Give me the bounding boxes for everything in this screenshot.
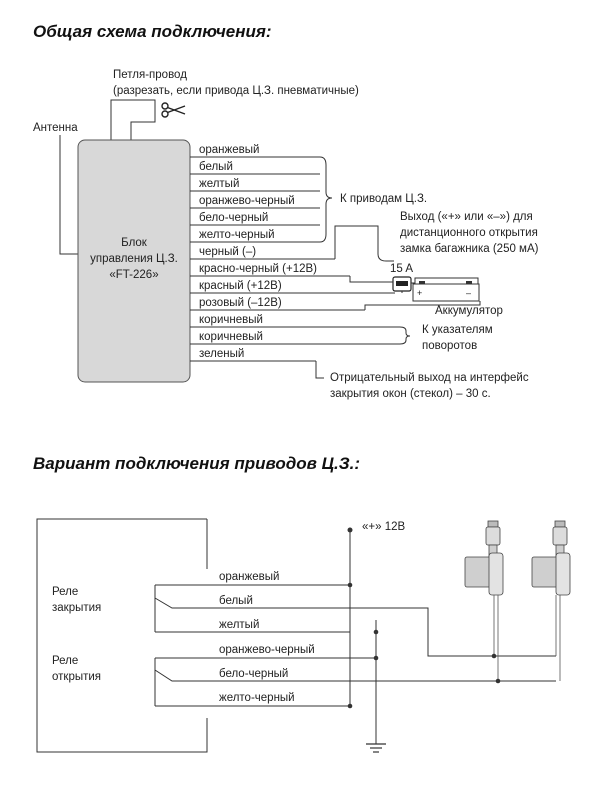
out-wire-label: бело-черный (219, 668, 288, 680)
junction-dot (495, 678, 501, 684)
wire-label: зеленый (199, 348, 244, 360)
trunk-label-3: замка багажника (250 мА) (400, 243, 539, 255)
trunk-label-1: Выход («+» или «–») для (400, 211, 533, 223)
actuator-icon-1 (464, 520, 504, 596)
unit-label-2: управления Ц.З. (90, 253, 178, 265)
wire-label: оранжевый (199, 144, 259, 156)
junction-dot (491, 653, 497, 659)
relay-open-label-2: открытия (52, 671, 101, 683)
wire-label: желтый (199, 178, 239, 190)
wire-label: коричневый (199, 314, 263, 326)
battery-plus-wire (411, 277, 479, 284)
relay-close-switch (154, 597, 207, 609)
unit-label-3: «FT-226» (109, 269, 158, 281)
indicators-brace (399, 326, 411, 345)
wire-label: оранжево-черный (199, 195, 295, 207)
trunk-wire (334, 225, 394, 262)
wire-label: красный (+12В) (199, 280, 282, 292)
out-wire-label: белый (219, 595, 253, 607)
wire-label: коричневый (199, 331, 263, 343)
junction-dot (373, 629, 379, 635)
indicators-label-1: К указателям (422, 324, 493, 336)
ground-icon (366, 743, 386, 753)
to-actuators-label: К приводам Ц.З. (340, 193, 427, 205)
relay-box (36, 518, 208, 753)
wire-label: черный (–) (199, 246, 256, 258)
antenna-label: Антенна (33, 122, 78, 134)
wire-label: розовый (–12В) (199, 297, 282, 309)
control-unit (77, 139, 191, 383)
unit-wires: оранжевый белый желтый оранжево-черный б… (190, 144, 400, 362)
window-label-2: закрытия окон (стекол) – 30 с. (330, 388, 491, 400)
red-black-to-fuse (349, 276, 393, 283)
relay-close-label-1: Реле (52, 586, 78, 598)
svg-text:–: – (466, 288, 471, 298)
battery-icon: + – (412, 281, 480, 302)
unit-label-1: Блок (121, 237, 148, 249)
wire-label: красно-черный (+12В) (199, 263, 317, 275)
wire-label: бело-черный (199, 212, 268, 224)
scissors-icon (161, 102, 186, 118)
window-label-1: Отрицательный выход на интерфейс (330, 372, 529, 384)
junction-dot (347, 582, 353, 588)
actuator-icon-2 (531, 520, 571, 596)
junction-dot (347, 703, 353, 709)
out-wire-label: оранжево-черный (219, 644, 315, 656)
fuse-icon (392, 276, 412, 292)
section1-title: Общая схема подключения: (33, 22, 272, 41)
trunk-label-2: дистанционного открытия (400, 227, 538, 239)
actuators-brace (319, 156, 333, 243)
out-wire-label: оранжевый (219, 571, 279, 583)
relay-open-label-1: Реле (52, 655, 78, 667)
relay-open-switch (154, 669, 207, 682)
fuse-label: 15 A (390, 263, 413, 275)
loop-label-1: Петля-провод (113, 69, 187, 81)
supply-label: «+» 12В (362, 521, 405, 533)
out-wire-label: желтый (219, 619, 259, 631)
indicators-label-2: поворотов (422, 340, 477, 352)
relay-close-label-2: закрытия (52, 602, 101, 614)
wire-label: желто-черный (199, 229, 275, 241)
battery-label: Аккумулятор (435, 305, 503, 317)
wire-label: белый (199, 161, 233, 173)
section2-title: Вариант подключения приводов Ц.З.: (33, 454, 360, 473)
loop-wire (110, 99, 156, 140)
junction-dot (373, 655, 379, 661)
pink-to-battery (364, 301, 481, 310)
green-wire (315, 361, 324, 379)
loop-label-2: (разрезать, если привода Ц.З. пневматичн… (113, 85, 359, 97)
antenna-wire (59, 135, 78, 255)
svg-text:+: + (417, 288, 422, 298)
out-wire-label: желто-черный (219, 692, 295, 704)
